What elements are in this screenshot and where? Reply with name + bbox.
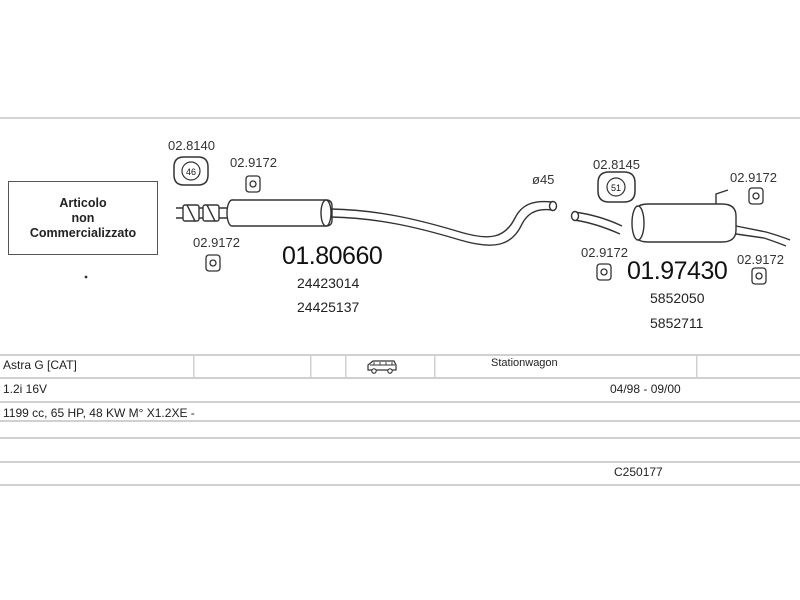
rear-silencer-drawing xyxy=(570,189,791,247)
clamp-icon xyxy=(205,254,221,272)
rear-hanger-label[interactable]: 02.8145 xyxy=(593,157,640,172)
front-hanger-drawing: 46 xyxy=(173,156,209,186)
front-oe-number-1: 24423014 xyxy=(297,275,360,291)
clamp-icon xyxy=(748,187,764,205)
front-silencer-drawing xyxy=(176,199,558,246)
front-clamp-top-label[interactable]: 02.9172 xyxy=(230,155,277,170)
vehicle-model: Astra G [CAT] xyxy=(3,358,77,372)
clamp-icon xyxy=(245,175,261,193)
rear-oe-number-1: 5852050 xyxy=(650,290,705,306)
clamp-icon xyxy=(751,267,767,285)
rear-clamp-bottom-right-label[interactable]: 02.9172 xyxy=(737,252,784,267)
vehicle-code: C250177 xyxy=(614,465,663,479)
vehicle-specs: 1199 cc, 65 HP, 48 KW M° X1.2XE - xyxy=(3,406,195,420)
vehicle-period: 04/98 - 09/00 xyxy=(610,382,681,396)
rear-clamp-top-right-label[interactable]: 02.9172 xyxy=(730,170,777,185)
front-hanger-badge: 46 xyxy=(186,167,196,177)
not-marketed-note: Articolo non Commercializzato xyxy=(8,181,158,255)
note-line-1: Articolo xyxy=(59,195,107,210)
rear-clamp-left-label[interactable]: 02.9172 xyxy=(581,245,628,260)
dot-mark xyxy=(84,275,88,279)
vehicle-engine: 1.2i 16V xyxy=(3,382,48,396)
note-line-2: non xyxy=(71,210,95,225)
front-clamp-bottom-label[interactable]: 02.9172 xyxy=(193,235,240,250)
vehicle-body-type: Stationwagon xyxy=(491,357,558,369)
station-wagon-icon xyxy=(367,360,397,374)
rear-oe-number-2: 5852711 xyxy=(650,315,704,331)
front-oe-number-2: 24425137 xyxy=(297,299,360,315)
rear-hanger-badge: 51 xyxy=(611,183,621,193)
clamp-icon xyxy=(596,263,612,281)
pipe-diameter-label: ø45 xyxy=(532,172,555,187)
front-hanger-label[interactable]: 02.8140 xyxy=(168,138,215,153)
note-line-3: Commercializzato xyxy=(29,225,137,240)
rear-silencer-label[interactable]: 01.97430 xyxy=(627,257,728,285)
rear-hanger-drawing: 51 xyxy=(597,171,636,203)
front-silencer-label[interactable]: 01.80660 xyxy=(282,242,383,270)
